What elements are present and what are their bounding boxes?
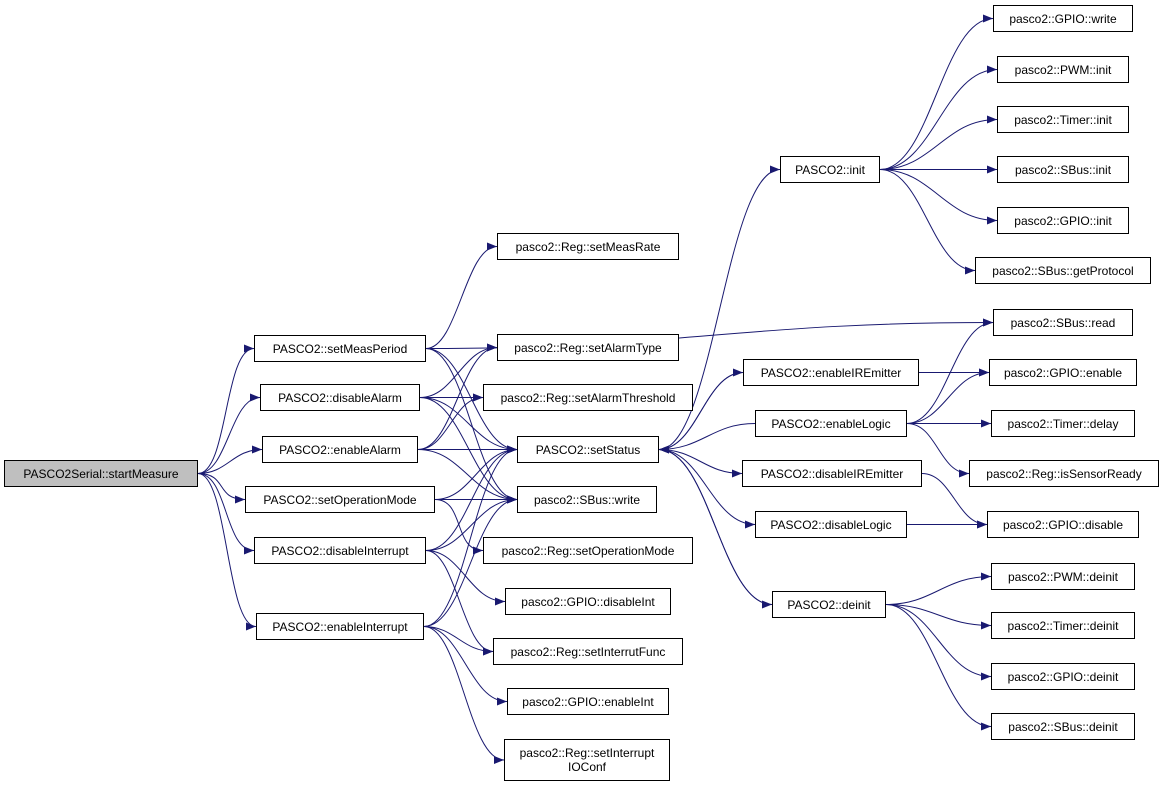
- edge-enableInterrupt-to-gpioEnableInt: [423, 626, 508, 706]
- edge-enableLogic-to-setStatus: [658, 423, 756, 454]
- node-reg-setinterruptioconf[interactable]: pasco2::Reg::setInterrupt IOConf: [504, 739, 670, 781]
- node-reg-setoperationmode[interactable]: pasco2::Reg::setOperationMode: [483, 537, 693, 564]
- node-pasco2-setoperationmode[interactable]: PASCO2::setOperationMode: [245, 486, 435, 513]
- edge-deinit-to-gpioDeinit: [885, 604, 992, 681]
- node-gpio-disableint[interactable]: pasco2::GPIO::disableInt: [505, 588, 671, 615]
- node-pasco2serial-startmeasure: PASCO2Serial::startMeasure: [4, 460, 198, 487]
- node-pasco2-init[interactable]: PASCO2::init: [780, 156, 880, 183]
- node-pasco2-disablealarm[interactable]: PASCO2::disableAlarm: [260, 384, 420, 411]
- edge-init-to-pwmInit: [879, 65, 998, 170]
- node-reg-setalarmtype[interactable]: pasco2::Reg::setAlarmType: [497, 334, 679, 361]
- node-sbus-getprotocol[interactable]: pasco2::SBus::getProtocol: [975, 257, 1151, 284]
- edge-setOperationMode-to-setStatus: [434, 445, 518, 500]
- node-reg-setalarmthreshold[interactable]: pasco2::Reg::setAlarmThreshold: [483, 384, 693, 411]
- edge-enableInterrupt-to-regSetInterruptIOConf: [423, 626, 505, 764]
- edge-setStatus-to-disableLogic: [658, 449, 756, 529]
- edge-deinit-to-pwmDeinit: [885, 572, 992, 605]
- edge-startMeasure-to-setOperationMode: [197, 473, 246, 504]
- edge-setStatus-to-init: [658, 165, 781, 450]
- edge-setMeasPeriod-to-setStatus: [425, 348, 518, 454]
- node-sbus-write[interactable]: pasco2::SBus::write: [517, 486, 657, 513]
- node-timer-deinit[interactable]: pasco2::Timer::deinit: [991, 612, 1135, 639]
- edge-enableLogic-to-sbusRead: [906, 318, 994, 424]
- edge-startMeasure-to-enableAlarm: [197, 445, 263, 474]
- node-pasco2-disablelogic[interactable]: PASCO2::disableLogic: [755, 511, 907, 538]
- node-timer-init[interactable]: pasco2::Timer::init: [997, 106, 1129, 133]
- edge-init-to-sbusGetProtocol: [879, 169, 976, 275]
- edge-disableInterrupt-to-sbusWrite: [425, 495, 518, 551]
- edge-enableInterrupt-to-setStatus: [423, 445, 518, 627]
- edge-startMeasure-to-setMeasPeriod: [197, 344, 255, 474]
- node-pasco2-enableiremitter[interactable]: PASCO2::enableIREmitter: [743, 359, 919, 386]
- node-reg-setmeasrate[interactable]: pasco2::Reg::setMeasRate: [497, 233, 679, 260]
- edge-disableInterrupt-to-regSetInterrutFunc: [425, 550, 494, 656]
- node-gpio-disable[interactable]: pasco2::GPIO::disable: [987, 511, 1139, 538]
- edge-disableAlarm-to-sbusWrite: [419, 397, 518, 504]
- edge-enableAlarm-to-regSetAlarmThreshold: [417, 393, 484, 450]
- node-gpio-enable[interactable]: pasco2::GPIO::enable: [989, 359, 1137, 386]
- node-pasco2-enablealarm[interactable]: PASCO2::enableAlarm: [262, 436, 418, 463]
- node-pasco2-enablelogic[interactable]: PASCO2::enableLogic: [755, 410, 907, 437]
- edge-enableLogic-to-gpioEnable: [906, 368, 990, 424]
- node-pasco2-setmeasperiod[interactable]: PASCO2::setMeasPeriod: [254, 335, 426, 362]
- node-gpio-deinit[interactable]: pasco2::GPIO::deinit: [991, 663, 1135, 690]
- edge-enableInterrupt-to-regSetInterrutFunc: [423, 626, 494, 656]
- node-pasco2-enableinterrupt[interactable]: PASCO2::enableInterrupt: [256, 613, 424, 640]
- edge-deinit-to-setStatus: [658, 445, 773, 605]
- node-pwm-init[interactable]: pasco2::PWM::init: [997, 56, 1129, 83]
- node-gpio-init[interactable]: pasco2::GPIO::init: [997, 207, 1129, 234]
- edge-init-to-gpioWrite: [879, 14, 994, 170]
- edge-setMeasPeriod-to-regSetMeasRate: [425, 242, 498, 349]
- edge-deinit-to-sbusDeinit: [885, 604, 992, 731]
- node-timer-delay[interactable]: pasco2::Timer::delay: [991, 410, 1135, 437]
- edge-deinit-to-timerDeinit: [885, 604, 992, 630]
- node-reg-setinterrutfunc[interactable]: pasco2::Reg::setInterrutFunc: [493, 638, 683, 665]
- edge-startMeasure-to-disableInterrupt: [197, 473, 255, 555]
- edge-startMeasure-to-disableAlarm: [197, 393, 261, 474]
- edge-init-to-gpioInit: [879, 169, 998, 225]
- edge-setMeasPeriod-to-sbusWrite: [425, 348, 518, 504]
- node-pasco2-disableinterrupt[interactable]: PASCO2::disableInterrupt: [254, 537, 426, 564]
- node-pasco2-deinit[interactable]: PASCO2::deinit: [772, 591, 886, 618]
- edge-enableAlarm-to-sbusWrite: [417, 449, 518, 504]
- edge-disableAlarm-to-regSetAlarmType: [419, 343, 498, 398]
- edge-startMeasure-to-enableInterrupt: [197, 473, 257, 631]
- edge-disableInterrupt-to-setStatus: [425, 445, 518, 551]
- edge-enableInterrupt-to-sbusWrite: [423, 495, 518, 627]
- node-sbus-deinit[interactable]: pasco2::SBus::deinit: [991, 713, 1135, 740]
- node-gpio-write[interactable]: pasco2::GPIO::write: [993, 5, 1133, 32]
- node-sbus-init[interactable]: pasco2::SBus::init: [997, 156, 1129, 183]
- node-reg-issensorready[interactable]: pasco2::Reg::isSensorReady: [969, 460, 1159, 487]
- edge-setOperationMode-to-regSetOperationMode: [434, 499, 484, 555]
- node-pasco2-disableiremitter[interactable]: PASCO2::disableIREmitter: [742, 460, 922, 487]
- edge-disableAlarm-to-setStatus: [419, 397, 518, 454]
- node-pasco2-setstatus[interactable]: PASCO2::setStatus: [517, 436, 659, 463]
- edge-setStatus-to-disableIREmitter: [658, 449, 743, 478]
- edge-init-to-timerInit: [879, 115, 998, 170]
- node-gpio-enableint[interactable]: pasco2::GPIO::enableInt: [507, 688, 669, 715]
- edge-enableLogic-to-regIsSensorReady: [906, 423, 970, 478]
- node-sbus-read[interactable]: pasco2::SBus::read: [993, 309, 1133, 336]
- edge-enableAlarm-to-regSetAlarmType: [417, 343, 498, 450]
- edge-enableIREmitter-to-setStatus: [658, 372, 744, 454]
- node-pwm-deinit[interactable]: pasco2::PWM::deinit: [991, 563, 1135, 590]
